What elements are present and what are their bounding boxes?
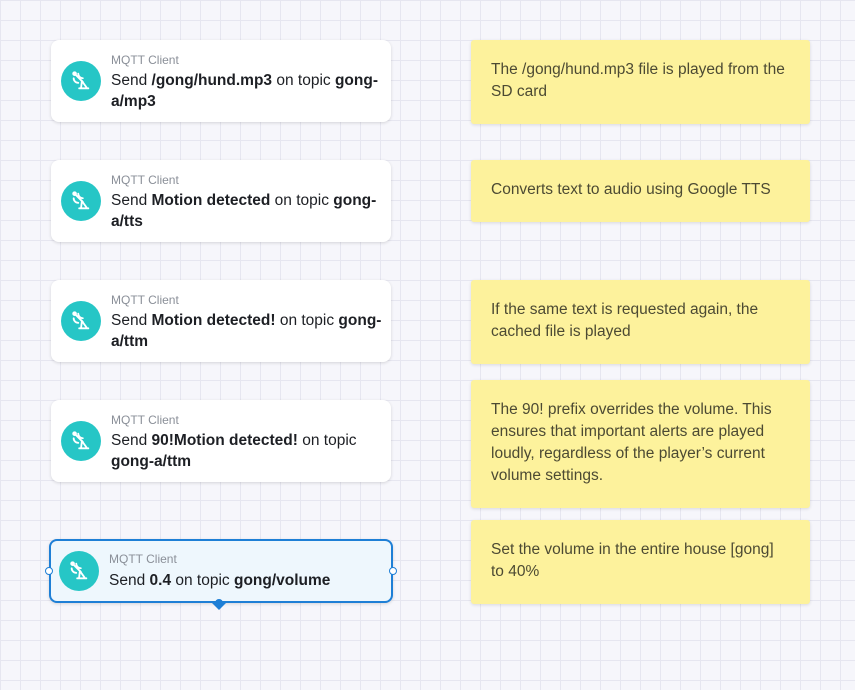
node-description: Send 90!Motion detected! on topic gong-a… (111, 432, 357, 470)
topic-value: gong/volume (233, 572, 331, 589)
sticky-note[interactable]: The 90! prefix overrides the volume. Thi… (471, 380, 810, 508)
mqtt-client-node-selected[interactable]: MQTT Client Send 0.4 on topic gong/volum… (45, 539, 397, 610)
node-type-label: MQTT Client (109, 552, 177, 566)
sticky-note[interactable]: If the same text is requested again, the… (471, 280, 810, 364)
note-text: The /gong/hund.mp3 file is played from t… (491, 61, 785, 100)
sticky-note[interactable]: The /gong/hund.mp3 file is played from t… (471, 40, 810, 124)
broadcast-antenna-icon (61, 181, 101, 221)
node-description: Send /gong/hund.mp3 on topic gong-a/mp3 (111, 72, 379, 110)
payload-value: Motion detected! (151, 312, 276, 329)
note-text: Converts text to audio using Google TTS (491, 181, 771, 198)
broadcast-antenna-icon (61, 301, 101, 341)
broadcast-antenna-icon (59, 551, 99, 591)
mqtt-client-node[interactable]: MQTT Client Send Motion detected! on top… (51, 280, 391, 362)
node-type-label: MQTT Client (111, 53, 179, 67)
node-type-label: MQTT Client (111, 413, 179, 427)
topic-value: gong-a/mp3 (111, 72, 379, 110)
node-type-label: MQTT Client (111, 173, 179, 187)
node-type-label: MQTT Client (111, 293, 179, 307)
topic-value: gong-a/tts (111, 192, 377, 230)
output-handle[interactable] (389, 567, 397, 575)
bottom-handle[interactable] (215, 599, 223, 607)
sticky-note[interactable]: Set the volume in the entire house [gong… (471, 520, 810, 604)
broadcast-antenna-icon (61, 421, 101, 461)
note-text: Set the volume in the entire house [gong… (491, 541, 774, 580)
topic-value: gong-a/ttm (111, 453, 192, 470)
note-text: The 90! prefix overrides the volume. Thi… (491, 401, 772, 484)
payload-value: /gong/hund.mp3 (151, 72, 273, 89)
mqtt-client-node[interactable]: MQTT Client Send Motion detected on topi… (51, 160, 391, 242)
input-handle[interactable] (45, 567, 53, 575)
note-text: If the same text is requested again, the… (491, 301, 759, 340)
mqtt-client-node[interactable]: MQTT Client Send 90!Motion detected! on … (51, 400, 391, 482)
sticky-note[interactable]: Converts text to audio using Google TTS (471, 160, 810, 222)
payload-value: Motion detected (151, 192, 271, 209)
node-description: Send Motion detected! on topic gong-a/tt… (111, 312, 382, 350)
topic-value: gong-a/ttm (111, 312, 382, 350)
mqtt-client-node[interactable]: MQTT Client Send /gong/hund.mp3 on topic… (51, 40, 391, 122)
broadcast-antenna-icon (61, 61, 101, 101)
payload-value: 90!Motion detected! (151, 432, 298, 449)
payload-value: 0.4 (149, 572, 172, 589)
node-description: Send Motion detected on topic gong-a/tts (111, 192, 377, 230)
node-description: Send 0.4 on topic gong/volume (109, 572, 331, 589)
